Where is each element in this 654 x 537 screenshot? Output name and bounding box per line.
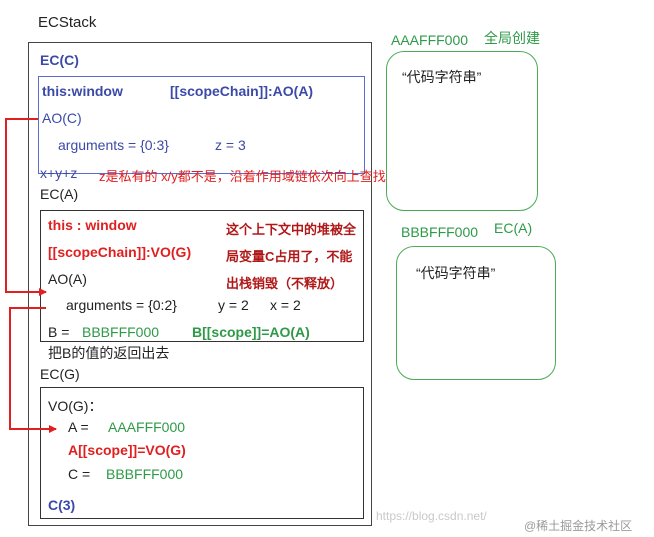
ec-g-frame — [40, 387, 364, 519]
ec-g-a-label: A = — [68, 419, 89, 435]
heap-1-box — [386, 51, 538, 211]
ec-a-note-line-1: 这个上下文中的堆被全 — [226, 222, 357, 237]
ec-g-c-label: C = — [68, 466, 91, 482]
ec-c-frame — [38, 76, 365, 174]
heap-2-address: BBBFFF000 — [401, 224, 479, 240]
heap-2-box — [396, 246, 556, 380]
ec-g-c-value: BBBFFF000 — [106, 466, 184, 482]
ec-a-b-value: BBBFFF000 — [82, 324, 160, 340]
watermark-blog: https://blog.csdn.net/ — [376, 509, 487, 523]
ec-a-arguments: arguments = {0:2} — [66, 297, 177, 313]
ec-c-this: this:window — [42, 83, 123, 99]
ec-c-z-assign: z = 3 — [215, 137, 246, 153]
watermark-site: @稀土掘金技术社区 — [524, 519, 633, 533]
ec-a-frame — [40, 210, 364, 342]
arrow-ec-c-to-ao-a — [5, 118, 47, 296]
ecstack-container — [28, 42, 372, 526]
ec-a-note-line-3: 出栈销毁（不释放） — [226, 276, 344, 291]
ec-a-y-assign: y = 2 — [218, 297, 249, 313]
heap-1-address: AAAFFF000 — [391, 32, 469, 48]
ec-a-b-scope: B[[scope]]=AO(A) — [192, 324, 310, 340]
ecstack-title: ECStack — [38, 14, 97, 31]
ec-a-note-line-2: 局变量C占用了，不能 — [226, 249, 353, 264]
ec-a-ao-label: AO(A) — [48, 271, 87, 287]
ec-c-scope-note: z是私有的 x/y都不是，沿着作用域链依次向上查找 — [99, 169, 386, 184]
heap-1-content: “代码字符串” — [402, 69, 482, 85]
ec-c-expression: x+y+z — [40, 165, 78, 181]
ec-g-header: EC(G) — [40, 366, 80, 382]
heap-2-content: “代码字符串” — [416, 265, 496, 281]
ec-a-scope-chain: [[scopeChain]]:VO(G) — [48, 244, 192, 260]
ec-a-header: EC(A) — [40, 186, 79, 202]
ec-g-a-scope: A[[scope]]=VO(G) — [68, 442, 186, 458]
heap-2-label: EC(A) — [494, 220, 533, 236]
ec-c-arguments: arguments = {0:3} — [58, 137, 169, 153]
ec-a-return-note: 把B的值的返回出去 — [48, 345, 170, 361]
ec-g-vo-label: VO(G)： — [48, 398, 103, 414]
ec-c-scope-chain: [[scopeChain]]:AO(A) — [170, 83, 314, 99]
ec-g-call: C(3) — [48, 497, 76, 513]
heap-1-label: 全局创建 — [484, 30, 540, 46]
arrow-ec-a-to-vo-g — [9, 307, 57, 433]
ec-c-header: EC(C) — [40, 52, 79, 68]
ec-c-ao-label: AO(C) — [42, 110, 82, 126]
ec-g-a-value: AAAFFF000 — [108, 419, 186, 435]
ec-a-this: this : window — [48, 217, 137, 233]
ec-a-b-label: B = — [48, 324, 70, 340]
ec-a-x-assign: x = 2 — [270, 297, 301, 313]
